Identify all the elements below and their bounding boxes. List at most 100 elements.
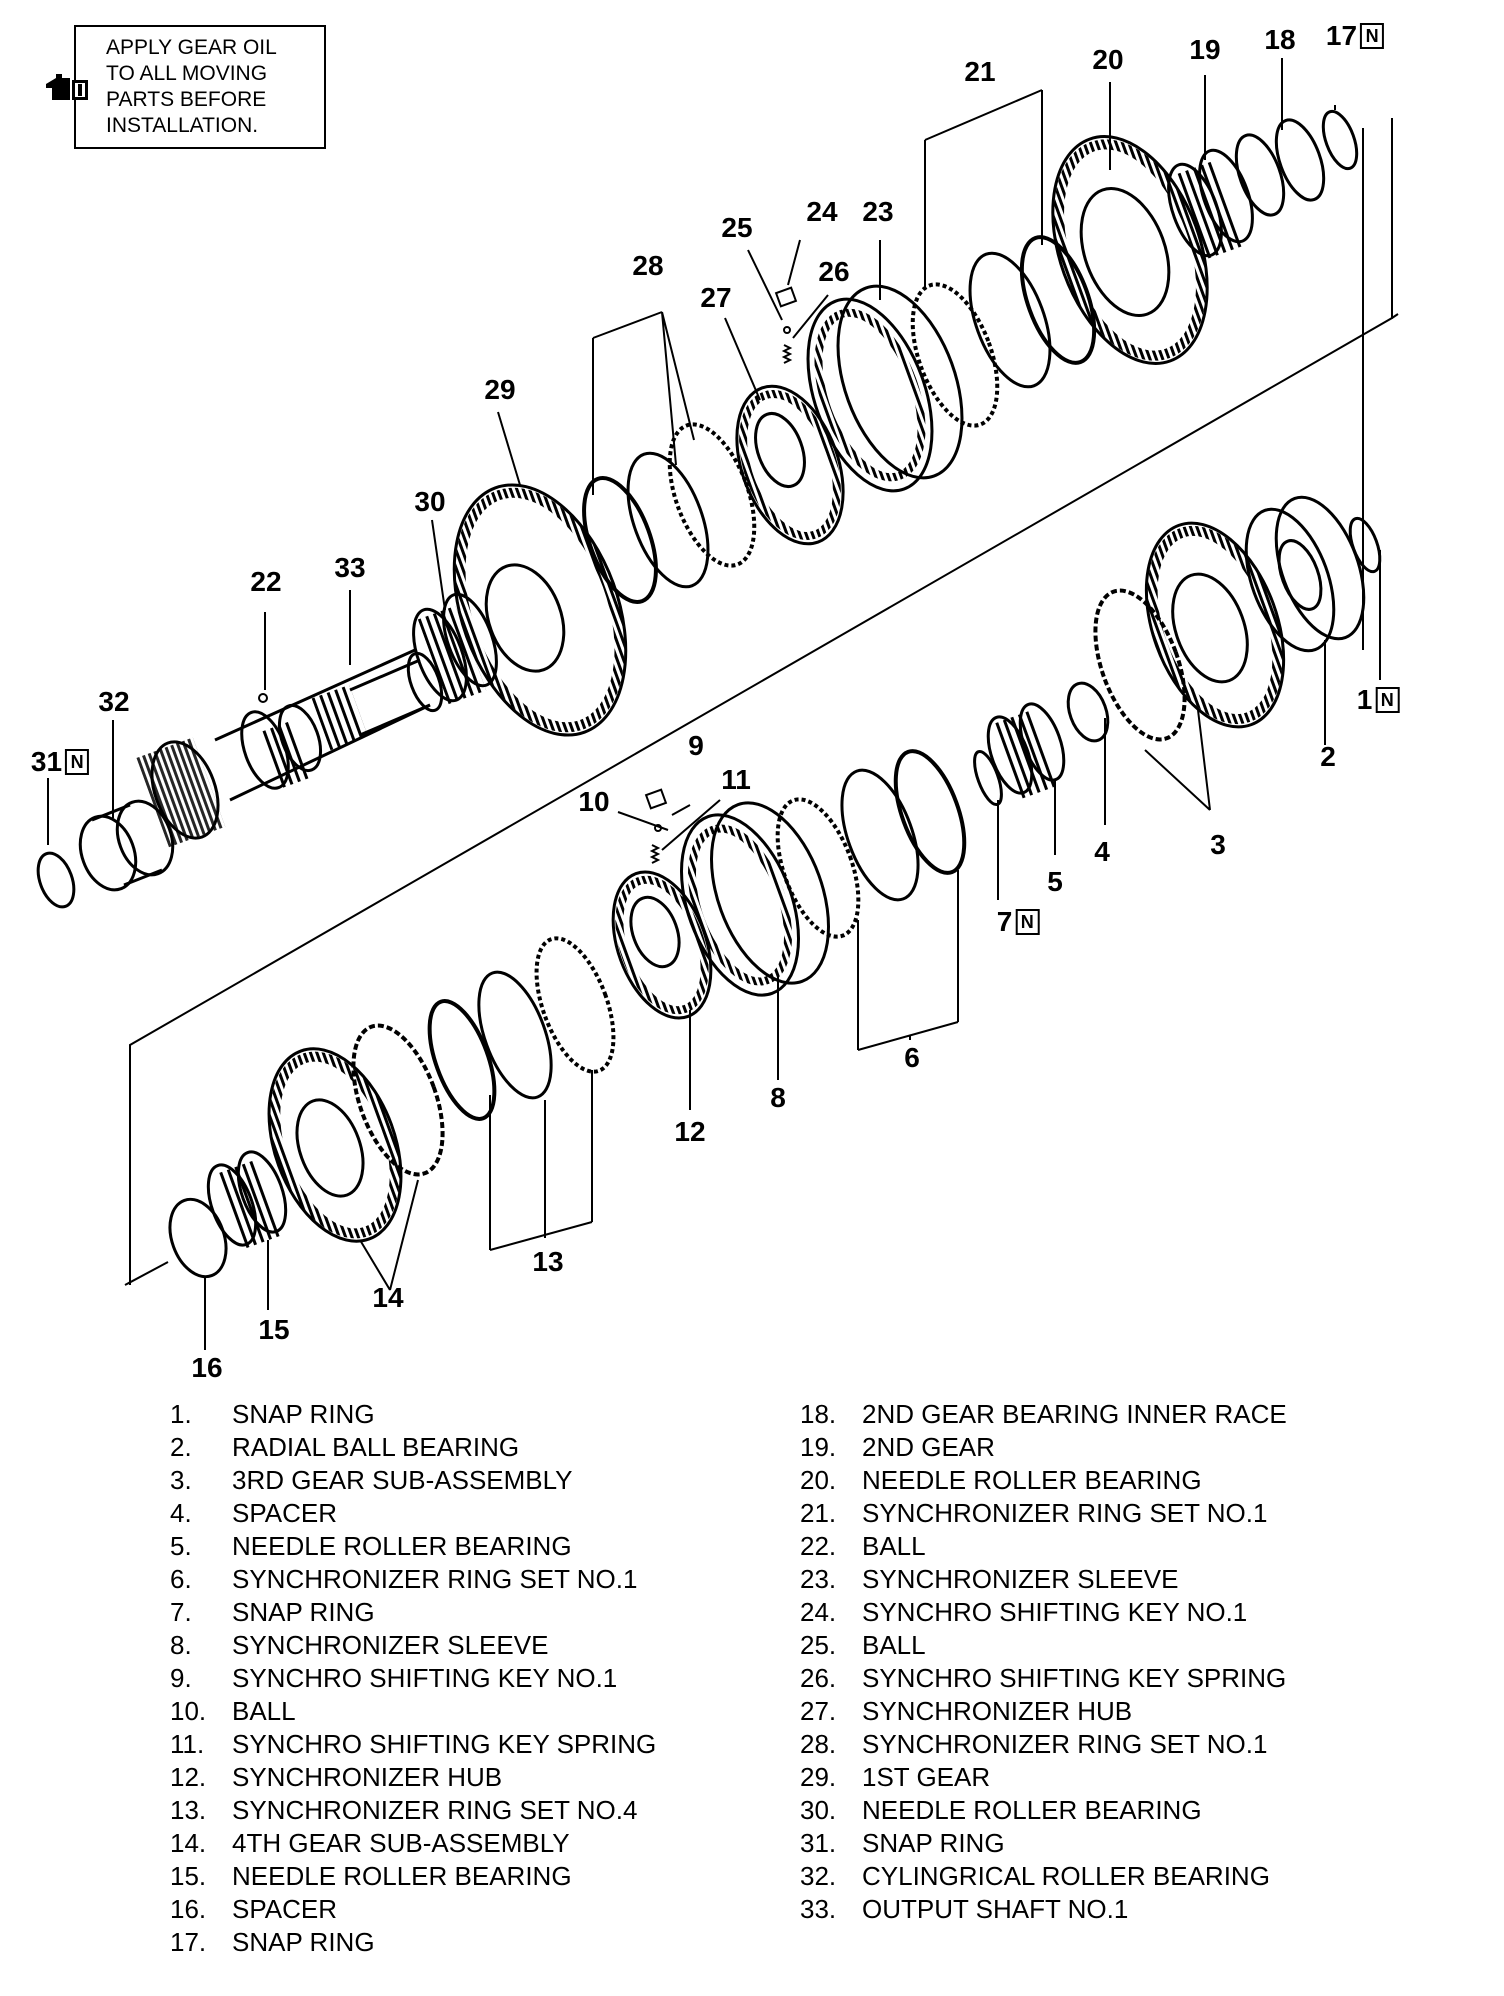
legend-part-name: CYLINGRICAL ROLLER BEARING (862, 1861, 1270, 1891)
part-23-sync-sleeve (806, 297, 934, 493)
note-line: PARTS BEFORE (106, 88, 267, 111)
legend-part-name: SNAP RING (862, 1828, 1005, 1858)
callout-11: 11 (721, 764, 751, 795)
callout-28: 28 (632, 250, 664, 281)
legend-number: 20. (800, 1465, 837, 1495)
legend-part-name: BALL (862, 1531, 926, 1561)
callout-2: 2 (1320, 741, 1336, 772)
legend-number: 9. (170, 1663, 192, 1693)
callout-15: 15 (258, 1314, 290, 1345)
legend-number: 10. (170, 1696, 207, 1726)
callout-9: 9 (688, 730, 704, 761)
legend-number: 24. (800, 1597, 837, 1627)
callout-3: 3 (1210, 829, 1226, 860)
callout-19: 19 (1189, 34, 1221, 65)
legend-number: 31. (800, 1828, 837, 1858)
callout-22: 22 (250, 566, 282, 597)
callout-8: 8 (770, 1082, 786, 1113)
part-26-spring (781, 344, 793, 364)
legend-part-name: NEEDLE ROLLER BEARING (862, 1465, 1202, 1495)
legend-number: 7. (170, 1597, 192, 1627)
legend-number: 14. (170, 1828, 207, 1858)
legend-number: 29. (800, 1762, 837, 1792)
legend-number: 4. (170, 1498, 192, 1528)
part-31-snap-ring (36, 851, 76, 909)
part-1-snap-ring (1348, 516, 1382, 574)
legend-part-name: SYNCHRONIZER RING SET NO.1 (232, 1564, 638, 1594)
part-4-spacer (1066, 681, 1110, 743)
callout-12: 12 (674, 1116, 706, 1147)
legend-number: 11. (170, 1729, 205, 1759)
legend-part-name: 2ND GEAR BEARING INNER RACE (862, 1399, 1287, 1429)
note-line: TO ALL MOVING (106, 62, 268, 85)
legend-part-name: 4TH GEAR SUB-ASSEMBLY (232, 1828, 570, 1858)
new-part-badge: N (1375, 687, 1400, 713)
legend-part-name: SYNCHRONIZER SLEEVE (862, 1564, 1179, 1594)
callout-29: 29 (484, 374, 516, 405)
parts-drawing (36, 58, 1399, 1350)
callout-5: 5 (1047, 866, 1063, 897)
part-29-1st-gear (452, 483, 628, 737)
legend-part-name: SNAP RING (232, 1399, 375, 1429)
part-24-shifting-key (774, 286, 798, 308)
callout-20: 20 (1092, 44, 1124, 75)
legend-number: 32. (800, 1861, 837, 1891)
part-3-3rd-gear (1093, 588, 1187, 742)
note-line: INSTALLATION. (106, 114, 259, 137)
part-16-spacer (168, 1197, 228, 1279)
legend-part-name: SYNCHRO SHIFTING KEY SPRING (862, 1663, 1287, 1693)
legend-part-name: BALL (862, 1630, 926, 1660)
legend-number: 5. (170, 1531, 192, 1561)
legend-part-name: BALL (232, 1696, 296, 1726)
callout-6: 6 (904, 1042, 920, 1073)
legend-part-name: SYNCHRO SHIFTING KEY NO.1 (232, 1663, 618, 1693)
callout-26: 26 (818, 256, 850, 287)
legend-part-name: SYNCHRONIZER SLEEVE (232, 1630, 549, 1660)
note-line: APPLY GEAR OIL (106, 36, 277, 59)
legend-number: 17. (170, 1927, 207, 1957)
callout-10: 10 (578, 786, 610, 817)
legend-number: 18. (800, 1399, 837, 1429)
frame-line (129, 118, 1393, 1285)
legend-part-name: SNAP RING (232, 1597, 375, 1627)
part-6-sync-rings (775, 797, 861, 939)
legend-number: 23. (800, 1564, 837, 1594)
legend-part-name: SYNCHRO SHIFTING KEY SPRING (232, 1729, 657, 1759)
part-9-shifting-key (644, 788, 668, 810)
part-25-ball (783, 326, 791, 334)
legend-part-name: RADIAL BALL BEARING (232, 1432, 520, 1462)
callout-18: 18 (1264, 24, 1296, 55)
legend-part-name: SYNCHRO SHIFTING KEY NO.1 (862, 1597, 1248, 1627)
legend-part-name: 3RD GEAR SUB-ASSEMBLY (232, 1465, 573, 1495)
callout-27: 27 (700, 282, 732, 313)
legend-number: 8. (170, 1630, 192, 1660)
legend-number: 6. (170, 1564, 192, 1594)
callout-32: 32 (98, 686, 130, 717)
part-11-spring (649, 844, 661, 864)
part-13-sync-rings (427, 999, 497, 1121)
legend-number: 3. (170, 1465, 192, 1495)
callout-16: 16 (191, 1352, 223, 1383)
legend-part-name: SPACER (232, 1894, 337, 1924)
legend-part-name: SYNCHRONIZER HUB (862, 1696, 1133, 1726)
part-18-inner-race (1234, 133, 1286, 217)
legend-number: 28. (800, 1729, 837, 1759)
callout-33: 33 (334, 552, 366, 583)
part-21-sync-rings (910, 282, 1000, 428)
callout-13: 13 (532, 1246, 564, 1277)
legend-number: 16. (170, 1894, 207, 1924)
new-part-badge: N (1015, 909, 1040, 935)
callout-24: 24 (806, 196, 838, 227)
new-part-badge: N (65, 749, 90, 775)
oil-can-icon (46, 74, 88, 100)
callout-4: 4 (1094, 836, 1110, 867)
legend-part-name: SYNCHRONIZER RING SET NO.1 (862, 1498, 1268, 1528)
legend-number: 30. (800, 1795, 837, 1825)
legend-part-name: SYNCHRONIZER HUB (232, 1762, 503, 1792)
legend-number: 27. (800, 1696, 837, 1726)
legend-part-name: 2ND GEAR (862, 1432, 995, 1462)
